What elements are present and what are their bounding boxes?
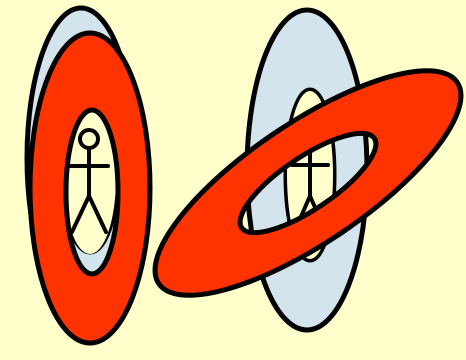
left-ring-pair [27,8,150,343]
right-ring-pair [125,10,466,333]
